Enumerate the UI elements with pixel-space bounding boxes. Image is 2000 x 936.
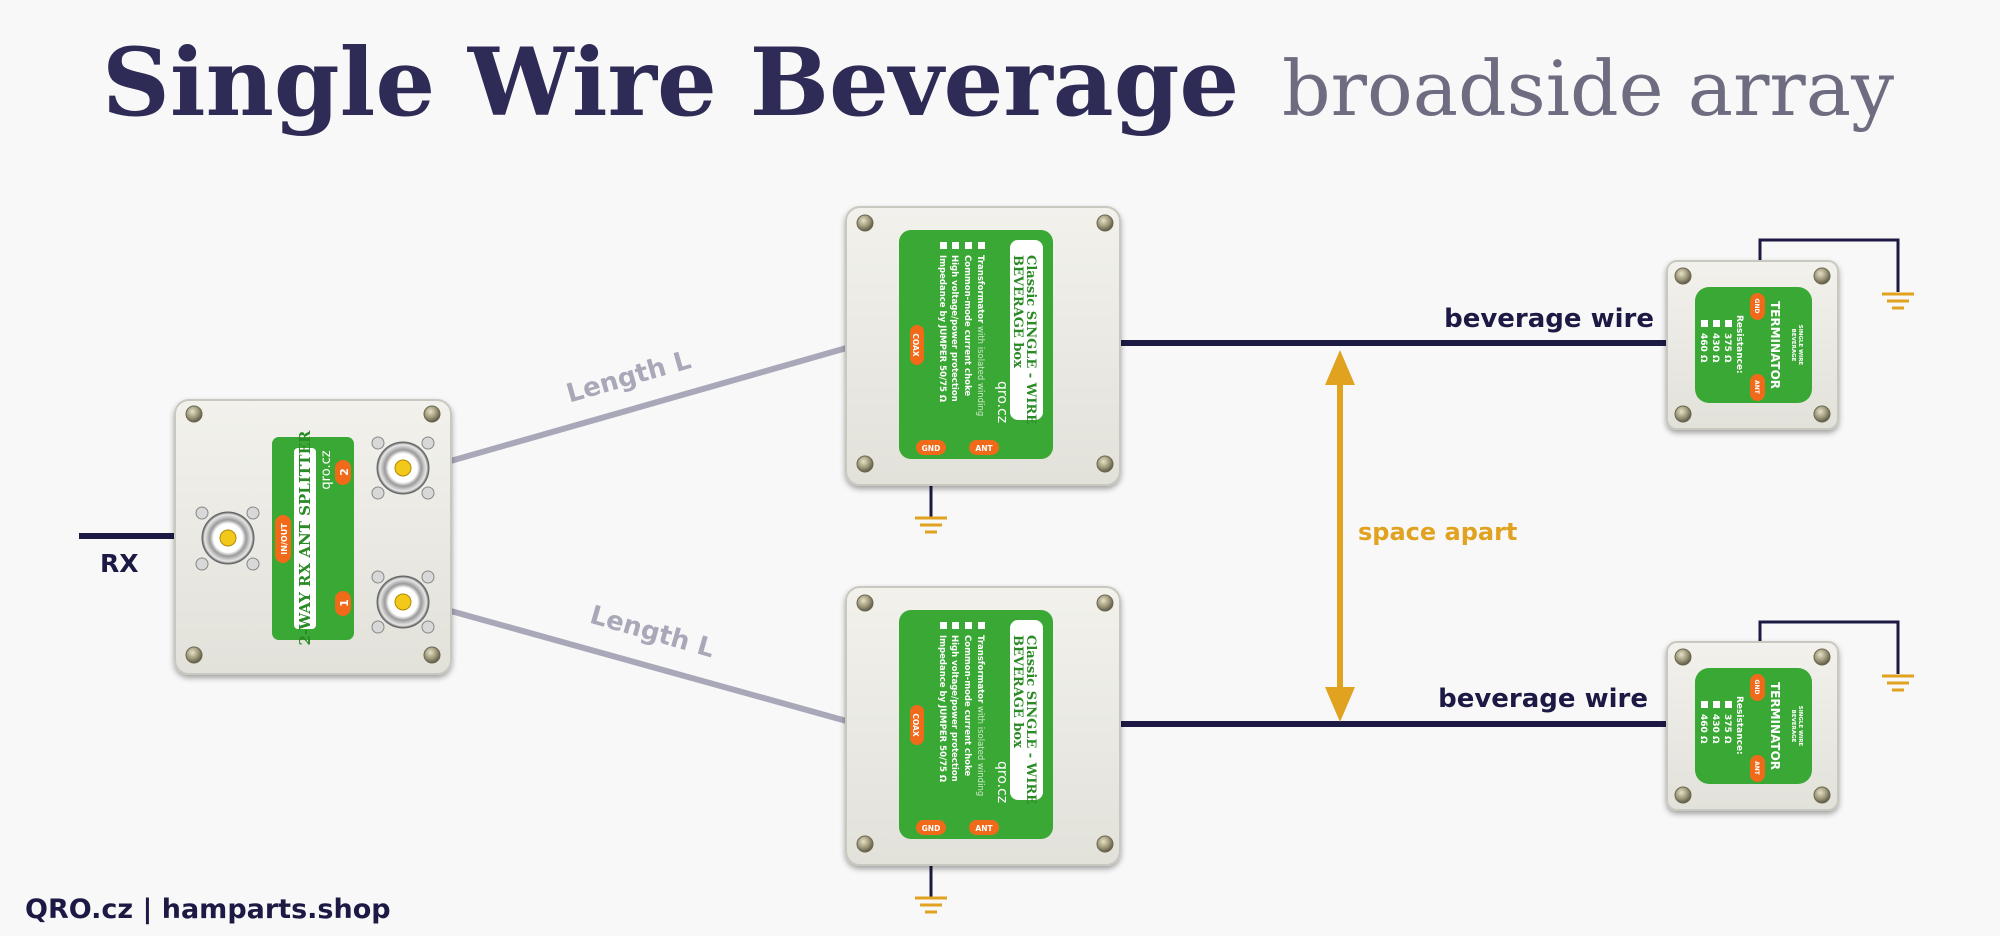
terminator-bottom: SINGLE WIRE BEVERAGE TERMINATOR Resistan… <box>1666 641 1839 811</box>
box-title-line1: Classic SINGLE - WIRE <box>1023 635 1038 804</box>
terminator-ant-label: ANT <box>1753 761 1760 776</box>
box-coax-label: COAX <box>911 713 920 736</box>
beverage-box-bottom: Classic SINGLE - WIRE BEVERAGE box qro.c… <box>845 586 1121 866</box>
terminator-header-2: BEVERAGE <box>1790 710 1796 743</box>
box-feature-1-bold: Transformator <box>975 255 985 324</box>
ground-top-terminator <box>1758 238 1916 310</box>
box-feature-1-light: with isolated winding <box>975 323 985 416</box>
box-feature-4: Impedance by JUMPER 50/75 Ω <box>937 255 947 402</box>
wire-label-top: beverage wire <box>1444 304 1654 334</box>
ground-top-box <box>913 484 949 534</box>
splitter-title: 2-WAY RX ANT SPLITTER <box>296 430 314 646</box>
terminator-title: TERMINATOR <box>1768 301 1782 389</box>
ground-bottom-box <box>913 864 949 914</box>
terminator-title: TERMINATOR <box>1768 682 1782 770</box>
terminator-value-375: 375 Ω <box>1722 714 1732 744</box>
box-title-line2: BEVERAGE box <box>1010 635 1025 748</box>
box-feature-2: Common-mode current choke <box>962 635 972 776</box>
ground-bottom-terminator <box>1758 620 1916 692</box>
terminator-resistance-label: Resistance: <box>1734 696 1744 755</box>
terminator-resistance-label: Resistance: <box>1734 315 1744 374</box>
page-subtitle: broadside array <box>1282 44 1894 133</box>
box-coax-label: COAX <box>911 333 920 356</box>
beverage-box-top: Classic SINGLE - WIRE BEVERAGE box qro.c… <box>845 206 1121 486</box>
box-title-line2: BEVERAGE box <box>1010 255 1025 368</box>
box-brand: qro.cz <box>994 381 1010 423</box>
terminator-header-1: SINGLE WIRE <box>1797 325 1803 366</box>
terminator-top: SINGLE WIRE BEVERAGE TERMINATOR Resistan… <box>1666 260 1839 430</box>
terminator-value-430: 430 Ω <box>1710 714 1720 744</box>
splitter-port-1-label: 1 <box>338 599 351 607</box>
terminator-gnd-label: GND <box>1753 680 1760 695</box>
box-ant-label: ANT <box>975 824 993 833</box>
terminator-header-2: BEVERAGE <box>1790 329 1796 362</box>
box-feature-4: Impedance by JUMPER 50/75 Ω <box>937 635 947 782</box>
rx-label: RX <box>100 549 139 578</box>
terminator-ant-label: ANT <box>1753 380 1760 395</box>
coax-line-bottom <box>439 605 851 725</box>
box-feature-1-light: with isolated winding <box>975 703 985 796</box>
box-gnd-label: GND <box>922 824 941 833</box>
box-feature-2: Common-mode current choke <box>962 255 972 396</box>
connector-port-1 <box>371 570 435 634</box>
page-title: Single Wire Beverage <box>102 28 1239 138</box>
terminator-header-1: SINGLE WIRE <box>1797 706 1803 747</box>
box-title-line1: Classic SINGLE - WIRE <box>1023 255 1038 424</box>
terminator-value-460: 460 Ω <box>1698 333 1708 363</box>
box-feature-1-bold: Transformator <box>975 635 985 704</box>
terminator-value-460: 460 Ω <box>1698 714 1708 744</box>
box-feature-1: Transformator with isolated winding <box>975 635 985 796</box>
splitter-inout-label: IN/OUT <box>280 523 289 555</box>
coax-line-top <box>439 344 851 467</box>
connector-port-2 <box>371 436 435 500</box>
splitter-box: 2-WAY RX ANT SPLITTER qro.cz 2 1 IN/OUT <box>174 399 452 675</box>
splitter-brand: qro.cz <box>319 450 334 489</box>
footer-credit: QRO.cz | hamparts.shop <box>25 894 391 925</box>
box-ant-label: ANT <box>975 444 993 453</box>
terminator-value-375: 375 Ω <box>1722 333 1732 363</box>
terminator-value-430: 430 Ω <box>1710 333 1720 363</box>
spacing-label: space apart <box>1358 518 1517 546</box>
box-feature-3: High voltage/power protection <box>949 635 959 782</box>
splitter-port-2-label: 2 <box>338 468 351 476</box>
box-feature-1: Transformator with isolated winding <box>975 255 985 416</box>
wire-label-bottom: beverage wire <box>1438 684 1648 714</box>
spacing-arrow <box>1325 350 1355 722</box>
box-gnd-label: GND <box>922 444 941 453</box>
terminator-gnd-label: GND <box>1753 299 1760 314</box>
box-brand: qro.cz <box>994 761 1010 803</box>
box-feature-3: High voltage/power protection <box>949 255 959 402</box>
connector-inout <box>195 506 260 571</box>
